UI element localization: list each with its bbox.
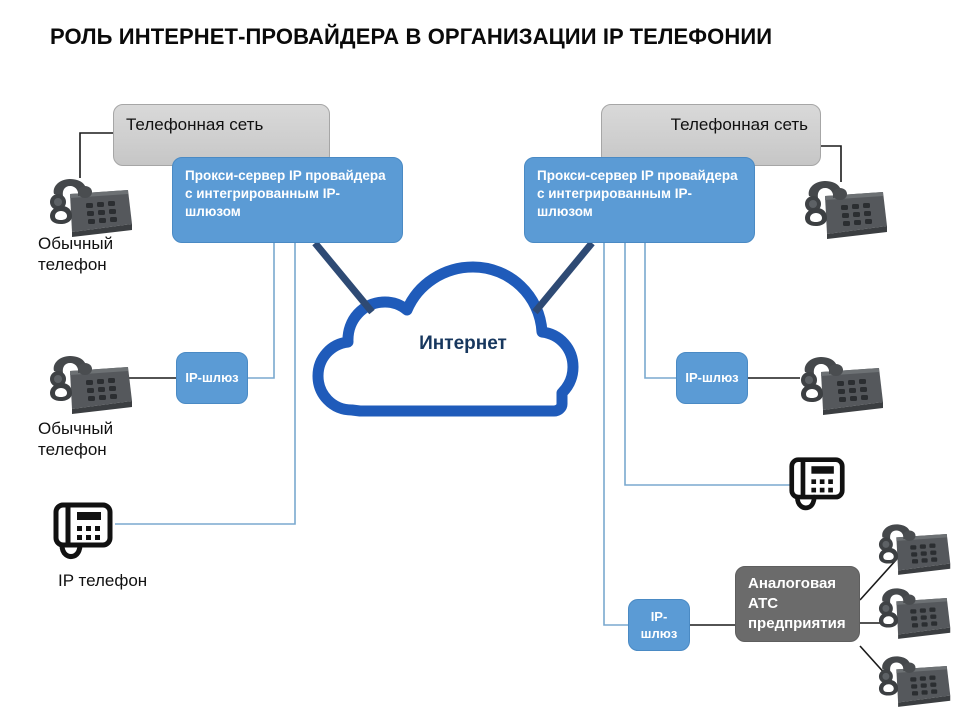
proxy-server-box-right[interactable]: Прокси-сервер IP провайдера с интегриров… xyxy=(524,157,755,243)
ip-phone-icon xyxy=(53,502,113,559)
desk-phone-icon xyxy=(805,181,887,239)
desk-phone-icon xyxy=(801,357,883,415)
pstn-box-right[interactable]: Телефонная сеть xyxy=(601,104,821,166)
ip-phone-left-caption: IP телефон xyxy=(58,571,148,590)
analog-pbx-box-label: Аналоговая АТС предприятия xyxy=(748,575,846,632)
ip-phone-icon xyxy=(789,457,845,511)
desk-phone-icon xyxy=(878,656,951,707)
desk-phone-right-mid[interactable] xyxy=(793,348,885,418)
desk-phone-left-top-caption: Обычный телефон xyxy=(38,234,114,275)
ip-phone-right[interactable] xyxy=(786,455,848,513)
ip-gateway-box-left[interactable]: IP-шлюз xyxy=(176,352,248,404)
desk-phone-left-top[interactable] xyxy=(42,170,134,240)
proxy-server-box-right-label: Прокси-сервер IP провайдера с интегриров… xyxy=(537,168,738,219)
desk-phone-icon xyxy=(50,356,132,414)
desk-phone-icon xyxy=(878,524,951,575)
pstn-box-right-label: Телефонная сеть xyxy=(670,115,808,134)
cloud-icon xyxy=(312,261,579,417)
link-left-pstn-to-phone xyxy=(79,132,115,178)
ip-gateway-box-right-bottom[interactable]: IP-шлюз xyxy=(628,599,690,651)
link-left-proxy-to-cloud xyxy=(312,240,375,315)
desk-phone-right-top[interactable] xyxy=(797,172,889,242)
desk-phone-left-bottom[interactable] xyxy=(42,347,134,417)
link-pbx-to-phone-1 xyxy=(859,559,897,601)
analog-pbx-box[interactable]: Аналоговая АТС предприятия xyxy=(735,566,860,642)
desk-phone-pbx-1[interactable] xyxy=(872,516,952,578)
ip-gateway-box-right-mid-label: IP-шлюз xyxy=(685,370,739,386)
desk-phone-icon xyxy=(50,179,132,237)
link-right-proxy-to-cloud xyxy=(532,240,595,315)
link-right-proxy-to-gateway-bottom xyxy=(603,243,628,626)
ip-gateway-box-right-bottom-label: IP-шлюз xyxy=(640,608,678,641)
link-left-proxy-to-gateway xyxy=(248,243,275,379)
desk-phone-pbx-2[interactable] xyxy=(872,580,952,642)
page-title: РОЛЬ ИНТЕРНЕТ-ПРОВАЙДЕРА В ОРГАНИЗАЦИИ I… xyxy=(50,24,773,49)
desk-phone-left-bottom-caption: Обычный телефон xyxy=(38,419,114,460)
link-left-proxy-to-ipphone xyxy=(115,243,296,525)
pstn-box-left-label: Телефонная сеть xyxy=(126,115,264,134)
ip-gateway-box-left-label: IP-шлюз xyxy=(185,370,239,386)
cloud-label: Интернет xyxy=(419,333,507,354)
desk-phone-pbx-3[interactable] xyxy=(872,648,952,710)
ip-phone-left[interactable] xyxy=(50,500,116,562)
proxy-server-box-left[interactable]: Прокси-сервер IP провайдера с интегриров… xyxy=(172,157,403,243)
ip-gateway-box-right-mid[interactable]: IP-шлюз xyxy=(676,352,748,404)
desk-phone-icon xyxy=(878,588,951,639)
link-right-proxy-to-gateway-mid xyxy=(644,243,676,379)
proxy-server-box-left-label: Прокси-сервер IP провайдера с интегриров… xyxy=(185,168,386,219)
link-right-proxy-to-ipphone xyxy=(624,243,790,486)
